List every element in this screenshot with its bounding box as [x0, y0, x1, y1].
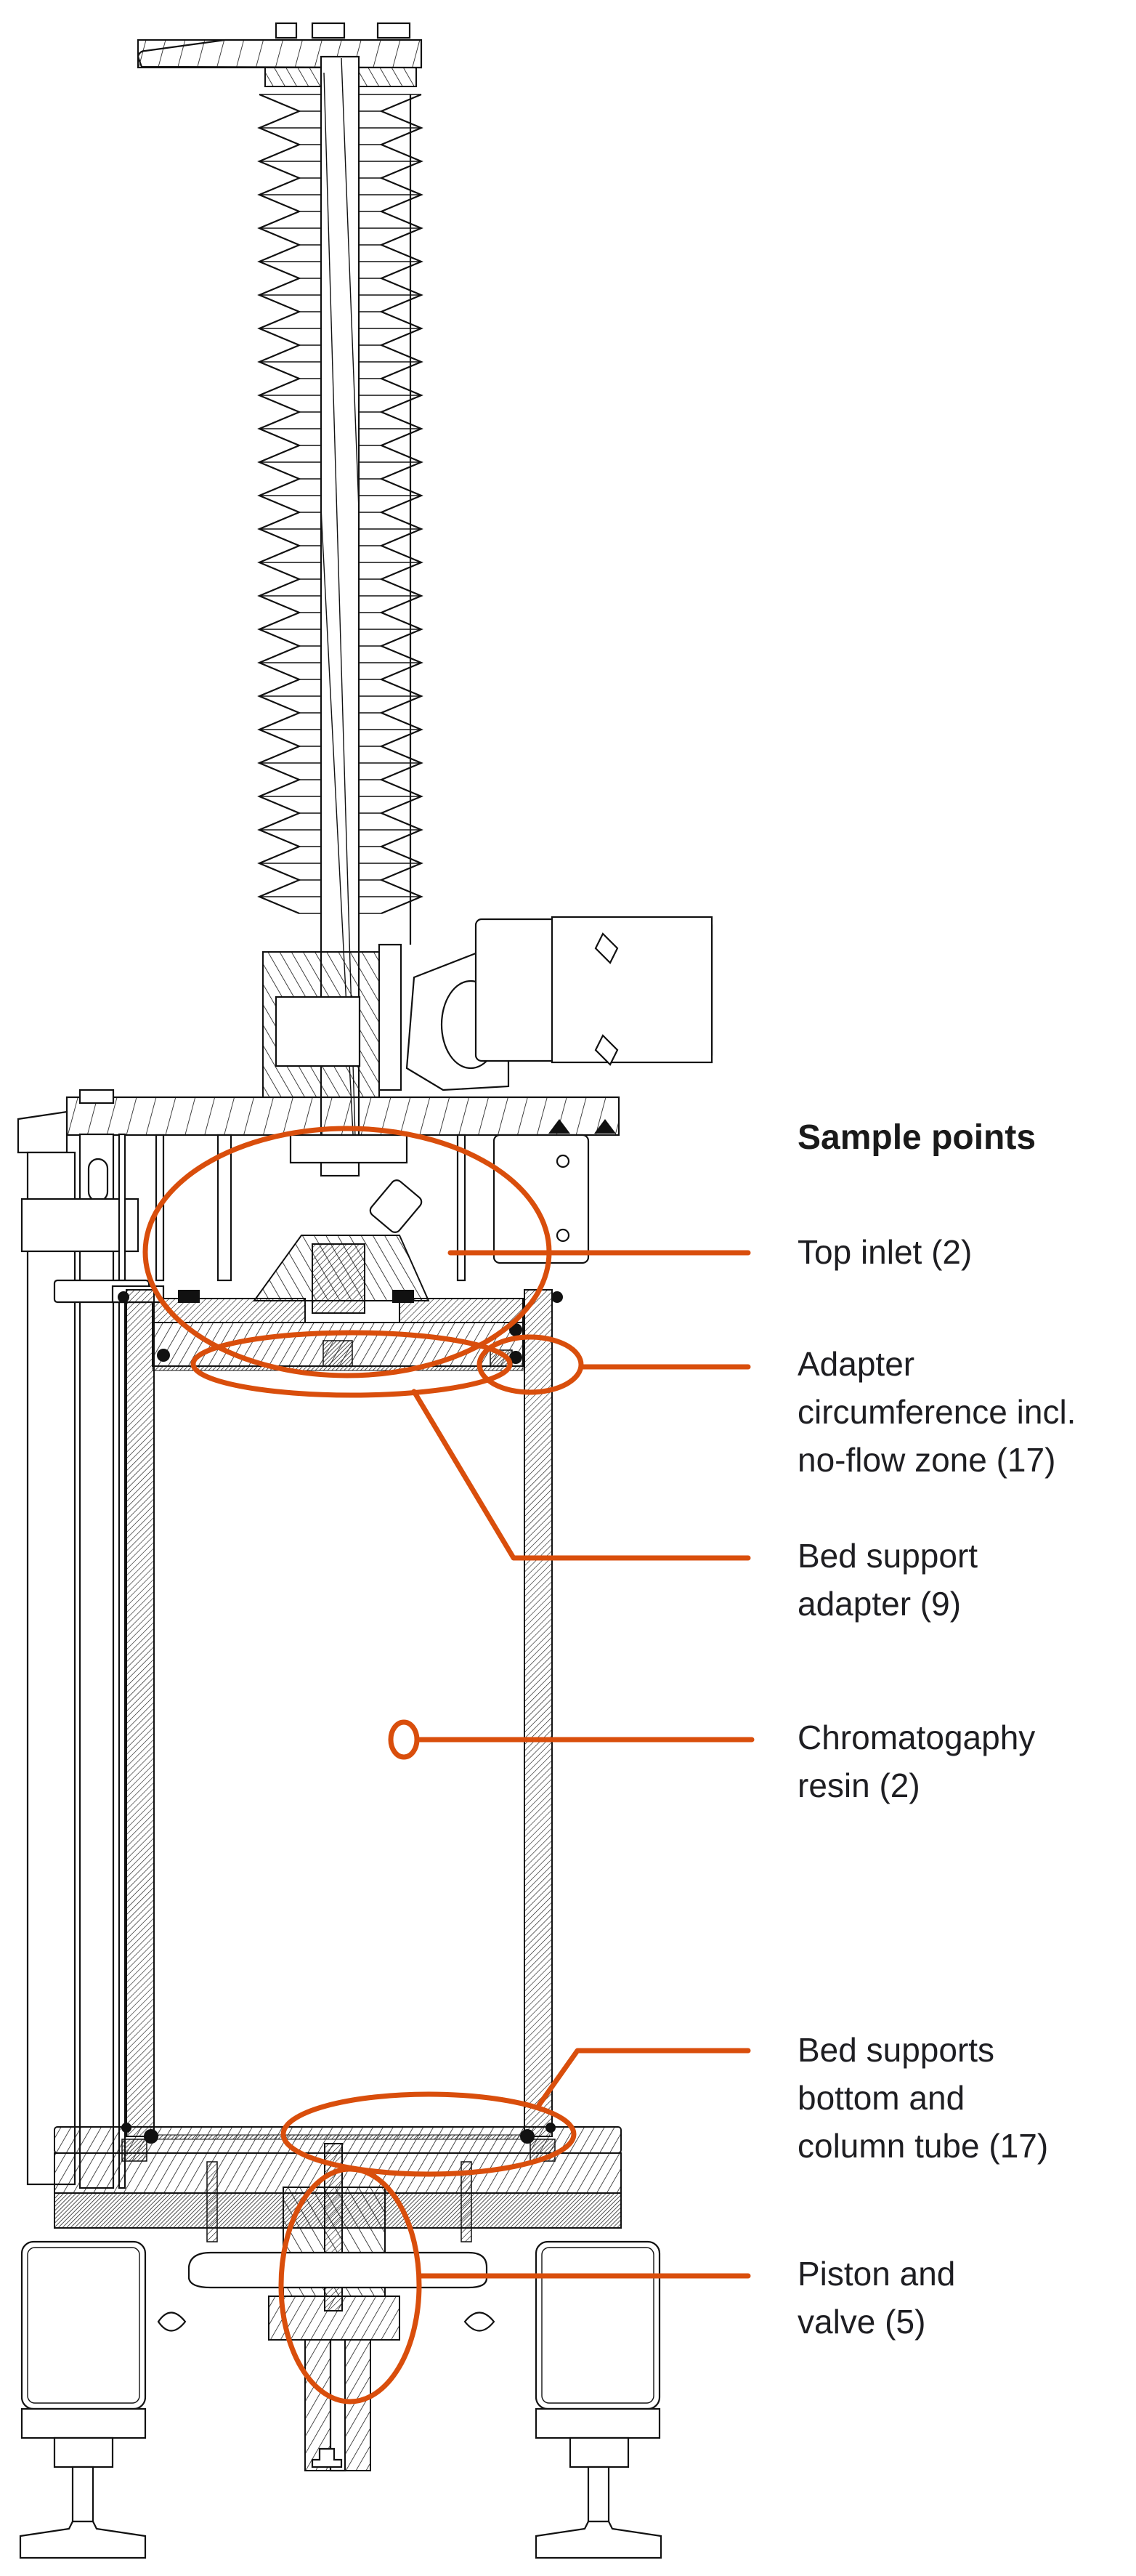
label-piston-valve: Piston and valve (5) — [798, 2255, 956, 2341]
callout-adapter-circumference — [476, 1334, 751, 1395]
callout-piston-valve — [278, 2166, 751, 2405]
handwheel — [137, 22, 423, 87]
callout-bed-supports-bottom — [280, 2048, 751, 2177]
column-tube — [118, 1289, 563, 2137]
left-frame — [20, 1133, 150, 2189]
callout-bed-support-adapter — [190, 1330, 751, 1561]
callout-top-inlet — [142, 1126, 751, 1378]
valve-block — [492, 1119, 616, 1264]
bellows — [257, 93, 423, 945]
top-inlet-assembly — [253, 1179, 430, 1314]
label-bed-supports-bottom: Bed supports bottom and column tube (17) — [798, 2031, 1049, 2165]
legs — [19, 2240, 662, 2559]
label-bed-support-adapter: Bed support adapter (9) — [798, 1537, 978, 1623]
callout-resin — [388, 1719, 755, 1760]
bellows-right-edge — [379, 93, 423, 915]
label-chromatography-resin: Chromatogaphy resin (2) — [798, 1719, 1036, 1804]
label-top-inlet: Top inlet (2) — [798, 1233, 973, 1271]
drive-housing — [262, 916, 713, 1098]
legend-heading: Sample points — [798, 1118, 1036, 1157]
label-adapter-circumference: Adapter circumference incl. no-flow zone… — [798, 1345, 1076, 1479]
bellows-left-edge — [257, 93, 301, 915]
top-plate — [17, 1089, 620, 1164]
